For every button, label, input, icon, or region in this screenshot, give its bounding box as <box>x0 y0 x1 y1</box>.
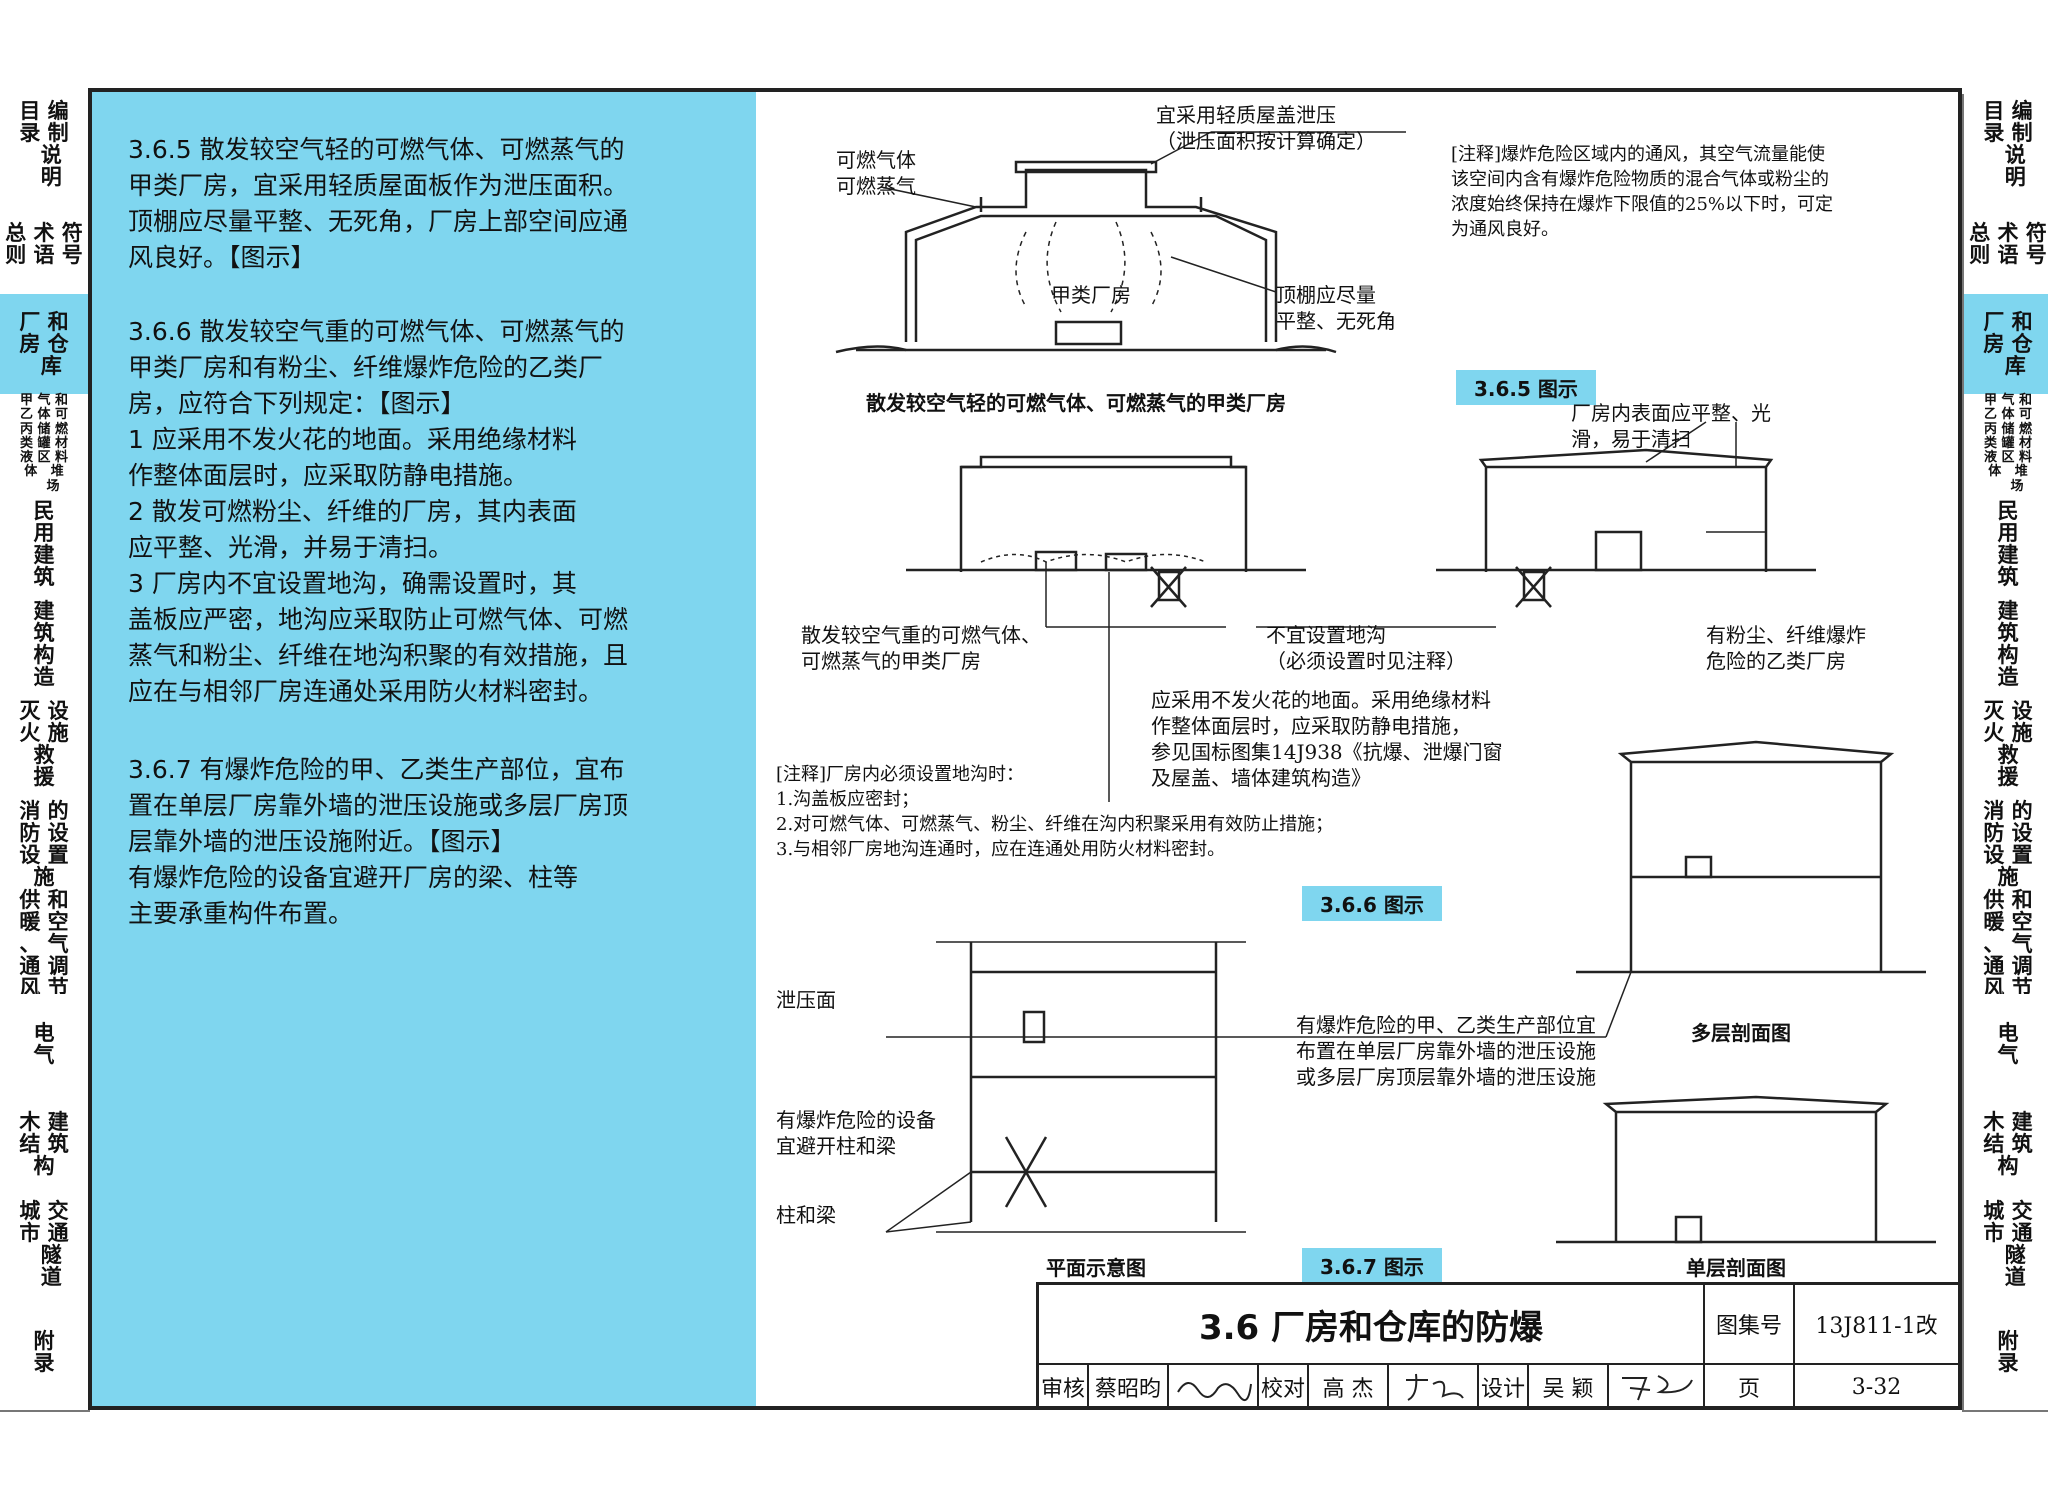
fig367-multi-storey <box>1576 740 1926 974</box>
sidebar-item-electrical[interactable]: 电 气 <box>0 994 90 1096</box>
sidebar-item-timber[interactable]: 木 建 结 筑 构 <box>0 1094 90 1196</box>
fig367-placement-label: 有爆炸危险的甲、乙类生产部位宜 布置在单层厂房靠外墙的泄压设施 或多层厂房顶层靠… <box>1296 1013 1596 1089</box>
sidebar-item-tanks[interactable]: 甲 气 和 乙 体 可 丙 储 燃 类 罐 材 液 区 料 体 堆 场 <box>1962 393 2048 496</box>
sidebar-item-civil[interactable]: 民 用 建 筑 <box>1962 494 2048 596</box>
left-nav-sidebar: 目 编 录 制 说 明 总 术 符 则 语 号 厂 和 房 仓 库 甲 气 和 … <box>0 94 90 1412</box>
sidebar-item-general[interactable]: 总 术 符 则 语 号 <box>1962 194 2048 296</box>
sidebar-item-civil[interactable]: 民 用 建 筑 <box>0 494 90 596</box>
sidebar-item-appendix[interactable]: 附 录 <box>1962 1294 2048 1412</box>
sidebar-item-factory[interactable]: 厂 和 房 仓 库 <box>0 294 90 396</box>
fig366-tag: 3.6.6 图示 <box>1302 886 1442 921</box>
reviewer-signature <box>1169 1365 1259 1409</box>
fig365-tag: 3.6.5 图示 <box>1456 370 1596 405</box>
sidebar-item-hvac[interactable]: 供 和 暖 空 、 气 通 调 风 节 <box>1962 889 2048 999</box>
designer-signature <box>1609 1365 1705 1409</box>
sidebar-item-rescue[interactable]: 灭 设 火 施 救 援 <box>1962 694 2048 796</box>
fig366-heavy-gas-label: 散发较空气重的可燃气体、 可燃蒸气的甲类厂房 <box>801 623 1041 673</box>
reviewer-name: 蔡昭昀 <box>1089 1365 1169 1409</box>
design-label: 设计 <box>1479 1365 1529 1409</box>
fig365-roof-label: 宜采用轻质屋盖泄压 （泄压面积按计算确定） <box>1156 103 1376 153</box>
drawing-title-block: 3.6 厂房和仓库的防爆 图集号 13J811-1改 审核 蔡昭昀 校对 高 杰… <box>1036 1282 1958 1409</box>
clause-3-6-6-item2: 2 散发可燃粉尘、纤维的厂房，其内表面 应平整、光滑，并易于清扫。 <box>128 497 577 562</box>
sidebar-item-rescue[interactable]: 灭 设 火 施 救 援 <box>0 694 90 796</box>
designer-signature-mark <box>1622 1375 1693 1401</box>
signature-row: 审核 蔡昭昀 校对 高 杰 设计 吴 颖 页 3-32 <box>1039 1365 1958 1409</box>
atlas-number-label: 图集号 <box>1705 1285 1795 1365</box>
sidebar-item-timber[interactable]: 木 建 结 筑 构 <box>1962 1094 2048 1196</box>
fig366-note: [注释]厂房内必须设置地沟时： 1.沟盖板应密封； 2.对可燃气体、可燃蒸气、粉… <box>776 764 1334 860</box>
sidebar-item-electrical[interactable]: 电 气 <box>1962 994 2048 1096</box>
fig365-note: [注释]爆炸危险区域内的通风，其空气流量能使 该空间内含有爆炸危险物质的混合气体… <box>1451 144 1834 240</box>
fig366-left-building <box>906 455 1306 608</box>
fig367-plan <box>936 941 1246 1233</box>
clause-3-6-6-head: 3.6.6 散发较空气重的可燃气体、可燃蒸气的 甲类厂房和有粉尘、纤维爆炸危险的… <box>128 317 625 418</box>
sidebar-item-fire-facilities[interactable]: 消 的 防 设 设 置 施 <box>1962 794 2048 896</box>
fig365-ceiling-label: 顶棚应尽量 平整、无死角 <box>1276 283 1396 333</box>
fig366-surface-label: 厂房内表面应平整、光 滑，易于清扫 <box>1571 401 1771 451</box>
fig367-equipment-label: 有爆炸危险的设备 宜避开柱和梁 <box>776 1108 936 1158</box>
right-nav-sidebar: 目 编 录 制 说 明 总 术 符 则 语 号 厂 和 房 仓 库 甲 气 和 … <box>1962 94 2048 1412</box>
atlas-number: 13J811-1改 <box>1795 1285 1958 1365</box>
checker-signature-mark <box>1406 1373 1464 1401</box>
sidebar-item-contents[interactable]: 目 编 录 制 说 明 <box>0 94 90 196</box>
figure-drawing <box>835 131 1936 1244</box>
sidebar-item-construction[interactable]: 建 筑 构 造 <box>1962 594 2048 696</box>
sidebar-item-construction[interactable]: 建 筑 构 造 <box>0 594 90 696</box>
page-number: 3-32 <box>1851 1374 1902 1400</box>
fig365-caption: 散发较空气轻的可燃气体、可燃蒸气的甲类厂房 <box>866 391 1286 415</box>
fig365-gas-label: 可燃气体 可燃蒸气 <box>836 148 916 198</box>
fig366-right-building <box>1436 448 1816 608</box>
designer-name: 吴 颖 <box>1529 1365 1609 1409</box>
fig366-trench-label: 不宜设置地沟 （必须设置时见注释） <box>1266 623 1466 673</box>
sidebar-item-factory[interactable]: 厂 和 房 仓 库 <box>1962 294 2048 396</box>
fig367-tag: 3.6.7 图示 <box>1302 1248 1442 1283</box>
sidebar-item-contents[interactable]: 目 编 录 制 说 明 <box>1962 94 2048 196</box>
figure-area: 可燃气体 可燃蒸气 宜采用轻质屋盖泄压 （泄压面积按计算确定） 甲类厂房 顶棚应… <box>756 92 1958 1406</box>
sidebar-item-tunnel[interactable]: 城 交 市 通 隧 道 <box>1962 1194 2048 1296</box>
fig367-relief-label: 泄压面 <box>776 988 836 1012</box>
fig367-plan-caption: 平面示意图 <box>1046 1256 1146 1280</box>
clause-3-6-7: 3.6.7 有爆炸危险的甲、乙类生产部位，宜布 置在单层厂房靠外墙的泄压设施或多… <box>128 755 629 928</box>
fig365-building <box>835 160 1337 354</box>
sidebar-item-tunnel[interactable]: 城 交 市 通 隧 道 <box>0 1194 90 1296</box>
sidebar-item-tanks[interactable]: 甲 气 和 乙 体 可 丙 储 燃 类 罐 材 液 区 料 体 堆 场 <box>0 393 90 496</box>
reviewer-signature-mark <box>1177 1382 1252 1402</box>
review-label: 审核 <box>1039 1365 1089 1409</box>
fig367-column-label: 柱和梁 <box>776 1203 836 1227</box>
check-label: 校对 <box>1259 1365 1309 1409</box>
page-label: 页 <box>1705 1365 1795 1409</box>
checker-name: 高 杰 <box>1309 1365 1389 1409</box>
fig366-dust-label: 有粉尘、纤维爆炸 危险的乙类厂房 <box>1706 623 1866 673</box>
sidebar-item-hvac[interactable]: 供 和 暖 空 、 气 通 调 风 节 <box>0 889 90 999</box>
sidebar-item-general[interactable]: 总 术 符 则 语 号 <box>0 194 90 296</box>
sidebar-item-fire-facilities[interactable]: 消 的 防 设 设 置 施 <box>0 794 90 896</box>
checker-signature <box>1389 1365 1479 1409</box>
page-title: 3.6 厂房和仓库的防爆 <box>1039 1285 1705 1365</box>
clause-3-6-6-item3: 3 厂房内不宜设置地沟，确需设置时，其 盖板应严密，地沟应采取防止可燃气体、可燃… <box>128 569 629 706</box>
fig365-room-label: 甲类厂房 <box>1051 283 1131 307</box>
sidebar-item-appendix[interactable]: 附 录 <box>0 1294 90 1412</box>
fig366-floor-label: 应采用不发火花的地面。采用绝缘材料 作整体面层时，应采取防静电措施， 参见国标图… <box>1151 688 1503 790</box>
page-frame <box>88 88 1962 1410</box>
fig367-single-caption: 单层剖面图 <box>1686 1256 1786 1280</box>
clause-text-panel: 3.6.5 散发较空气轻的可燃气体、可燃蒸气的 甲类厂房，宜采用轻质屋面板作为泄… <box>92 92 756 1406</box>
fig367-single-storey <box>1556 1095 1936 1244</box>
clause-3-6-5: 3.6.5 散发较空气轻的可燃气体、可燃蒸气的 甲类厂房，宜采用轻质屋面板作为泄… <box>128 135 629 272</box>
clause-3-6-6-item1: 1 应采用不发火花的地面。采用绝缘材料 作整体面层时，应采取防静电措施。 <box>128 425 577 490</box>
fig367-multi-caption: 多层剖面图 <box>1691 1021 1791 1045</box>
